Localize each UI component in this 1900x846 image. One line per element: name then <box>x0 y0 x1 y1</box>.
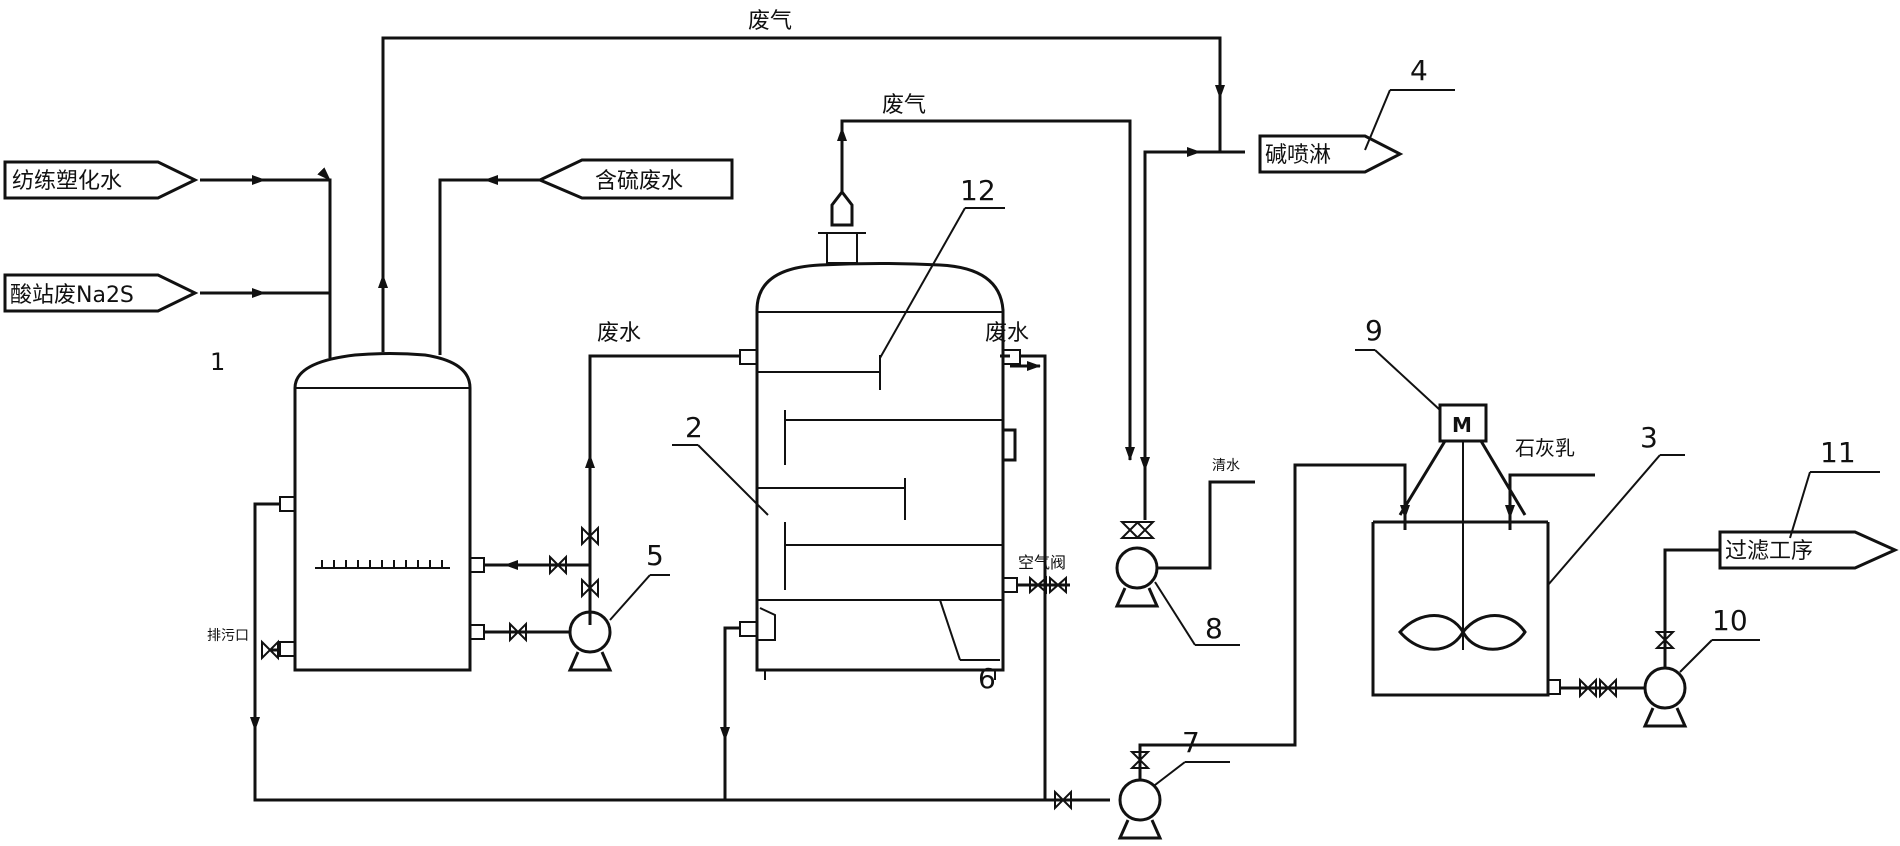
tower-2 <box>739 189 1021 680</box>
number-3: 3 <box>1640 421 1658 454</box>
tank-1 <box>279 352 485 672</box>
number-12: 12 <box>960 174 996 207</box>
number-9: 9 <box>1365 314 1383 347</box>
filter-process-box: 过滤工序 <box>1718 530 1899 570</box>
number-4: 4 <box>1410 54 1428 87</box>
feed-box-textile: 纺练塑化水 <box>3 160 199 200</box>
motor-label: M <box>1452 413 1472 437</box>
number-11: 11 <box>1820 436 1856 469</box>
label-air-valve: 空气阀 <box>1018 553 1066 572</box>
label-drain: 排污口 <box>207 628 249 644</box>
label-lime-milk: 石灰乳 <box>1515 436 1575 460</box>
number-10: 10 <box>1712 604 1748 637</box>
label-waste-water-1: 废水 <box>597 321 641 346</box>
svg-text:纺练塑化水: 纺练塑化水 <box>12 169 122 194</box>
feed-box-acid: 酸站废Na2S <box>3 273 199 313</box>
number-8: 8 <box>1205 612 1223 645</box>
pump-7 <box>1117 778 1163 840</box>
pump-5 <box>567 610 613 672</box>
alkali-spray-box: 碱喷淋 <box>1258 134 1404 174</box>
number-7: 7 <box>1182 726 1200 759</box>
number-2: 2 <box>685 411 703 444</box>
svg-text:酸站废Na2S: 酸站废Na2S <box>10 283 134 308</box>
label-waste-gas-mid: 废气 <box>882 93 926 118</box>
svg-text:碱喷淋: 碱喷淋 <box>1265 143 1331 168</box>
svg-text:过滤工序: 过滤工序 <box>1725 539 1813 564</box>
number-1: 1 <box>210 348 225 376</box>
label-clear-water: 清水 <box>1212 458 1240 474</box>
svg-text:含硫废水: 含硫废水 <box>595 169 683 194</box>
mixing-tank-3 <box>1371 440 1561 697</box>
feed-box-sulfur: 含硫废水 <box>536 158 734 200</box>
label-waste-gas-top: 废气 <box>748 9 792 34</box>
motor-9 <box>1398 403 1527 516</box>
number-6: 6 <box>978 662 996 695</box>
pump-8 <box>1114 546 1160 608</box>
pump-10 <box>1642 666 1688 728</box>
label-waste-water-2: 废水 <box>985 321 1029 346</box>
number-5: 5 <box>646 539 664 572</box>
valve-v1 <box>581 525 599 599</box>
